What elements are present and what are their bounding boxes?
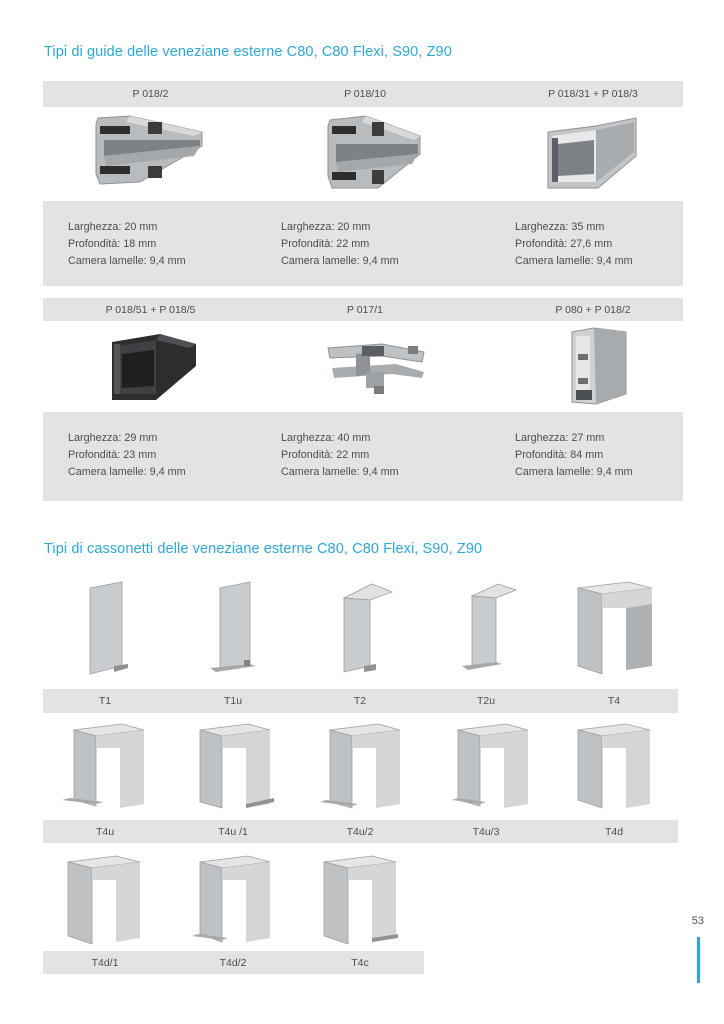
boxes-row2-captions: T4u T4u /1 T4u/2 T4u/3 T4d [43,820,678,843]
guide-depth: Profondità: 18 mm [68,238,157,250]
guides-row1-specs: Larghezza: 20 mm Profondità: 18 mm Camer… [43,201,683,286]
guide-profile-p018-31-image [547,117,637,189]
guide-specs: Larghezza: 27 mm Profondità: 84 mm Camer… [515,430,633,481]
box-code-label: T1 [98,695,112,707]
guide-chamber: Camera lamelle: 9,4 mm [515,466,633,478]
box-code-label: T4d/1 [91,956,119,969]
guide-chamber: Camera lamelle: 9,4 mm [281,255,399,267]
page-number-accent-bar [697,937,700,983]
guide-profile-p018-10-image [327,115,421,189]
guide-depth: Profondità: 22 mm [281,238,370,250]
box-profile-t4u-2-image [320,723,401,809]
box-code-label: T1u [223,695,243,707]
guide-chamber: Camera lamelle: 9,4 mm [281,466,399,478]
guide-profile-p017-1-image [327,343,425,394]
guide-profile-p080-image [571,327,627,405]
guide-depth: Profondità: 27,6 mm [515,238,613,250]
guide-depth: Profondità: 22 mm [281,449,370,461]
guide-chamber: Camera lamelle: 9,4 mm [68,255,186,267]
guide-specs: Larghezza: 40 mm Profondità: 22 mm Camer… [281,430,399,481]
box-profile-t2u-image [462,583,518,670]
boxes-row1-captions: T1 T1u T2 T2u T4 [43,689,678,713]
guide-width: Larghezza: 20 mm [281,221,371,233]
guide-chamber: Camera lamelle: 9,4 mm [515,255,633,267]
guide-code-label: P 018/31 + P 018/3 [548,88,638,100]
guides-section-title: Tipi di guide delle veneziane esterne C8… [44,44,452,60]
box-code-label: T4d [604,825,624,838]
boxes-section-title: Tipi di cassonetti delle veneziane ester… [44,541,483,557]
guide-width: Larghezza: 29 mm [68,432,158,444]
box-code-label: T4 [607,695,621,707]
box-profile-t4u-3-image [452,723,529,808]
guide-depth: Profondità: 84 mm [515,449,604,461]
guide-width: Larghezza: 35 mm [515,221,605,233]
guide-code-label: P 018/10 [344,88,386,100]
box-code-label: T2 [353,695,367,707]
box-code-label: T4u /1 [218,825,248,838]
guide-specs: Larghezza: 20 mm Profondità: 18 mm Camer… [68,219,186,270]
box-profile-t4d-2-image [192,855,271,943]
box-code-label: T4u [95,825,115,838]
guide-width: Larghezza: 20 mm [68,221,158,233]
guide-code-label: P 017/1 [346,303,383,316]
guide-code-label: P 018/51 + P 018/5 [105,303,196,316]
guide-specs: Larghezza: 35 mm Profondità: 27,6 mm Cam… [515,219,633,270]
box-profile-t4c-image [323,855,398,945]
guide-specs: Larghezza: 20 mm Profondità: 22 mm Camer… [281,219,399,270]
box-profile-t1-image [89,581,128,675]
box-code-label: T4d/2 [219,956,247,969]
box-code-label: T4c [351,956,369,969]
guides-row2-specs: Larghezza: 29 mm Profondità: 23 mm Camer… [43,412,683,501]
box-profile-t1u-image [210,581,256,672]
box-profile-t4d-1-image [67,855,141,945]
guide-depth: Profondità: 23 mm [68,449,157,461]
guide-width: Larghezza: 27 mm [515,432,605,444]
box-profile-t4-image [577,581,653,675]
box-code-label: T4u/3 [472,825,500,838]
page-number: 53 [691,915,704,927]
guide-width: Larghezza: 40 mm [281,432,371,444]
boxes-row3-captions: T4d/1 T4d/2 T4c [43,951,424,974]
guide-code-label: P 018/2 [132,88,169,100]
box-code-label: T4u/2 [346,825,374,838]
box-profile-t4d-image [577,723,651,809]
box-profile-t4u-image [62,723,145,808]
guides-row2-header: P 018/51 + P 018/5 P 017/1 P 080 + P 018… [43,298,683,321]
box-profile-t2-image [342,583,394,673]
box-profile-t4u-1-image [199,723,274,809]
guide-code-label: P 080 + P 018/2 [555,303,631,316]
guide-chamber: Camera lamelle: 9,4 mm [68,466,186,478]
guide-profile-p018-51-image [112,334,196,400]
guides-row1-header: P 018/2 P 018/10 P 018/31 + P 018/3 [43,81,683,107]
box-code-label: T2u [476,695,496,707]
guide-specs: Larghezza: 29 mm Profondità: 23 mm Camer… [68,430,186,481]
guide-profile-p018-2-image [95,115,203,185]
